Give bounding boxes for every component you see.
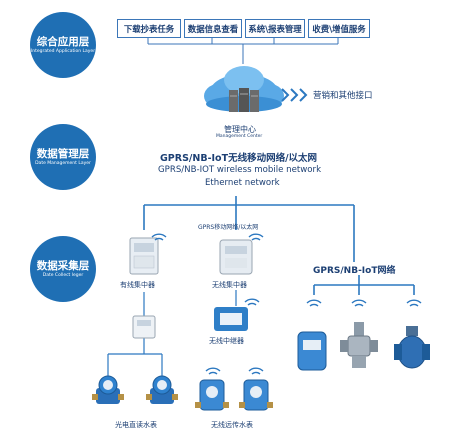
- layer-management-title: 数据管理层: [36, 147, 90, 160]
- network-line-1: GPRS/NB-IOT wireless mobile network: [158, 165, 322, 175]
- chevron-right-icon: [281, 88, 308, 102]
- layer-application: 综合应用层 Integrated Application Layer: [30, 12, 96, 78]
- flow-meter-icon: [340, 322, 378, 368]
- network-line-2: Ethernet network: [205, 178, 280, 188]
- layer-application-subtitle: Integrated Application Layer: [30, 48, 96, 54]
- collector-icon: [132, 315, 156, 339]
- layer-management: 数据管理层 Date Management Layer: [30, 124, 96, 190]
- water-meter-icon: [92, 375, 124, 404]
- management-center-title: 管理中心: [224, 125, 256, 134]
- server-icon: [229, 88, 259, 112]
- wireless-repeater-icon: [214, 307, 248, 331]
- wifi-icon: [205, 367, 264, 375]
- wired-concentrator-label: 有线集中器: [120, 281, 155, 289]
- flow-meter-icon: [394, 326, 430, 369]
- branch-network-label: GPRS移动网络/以太网: [198, 224, 259, 231]
- wifi-icon: [306, 299, 422, 307]
- wireless-concentrator-label: 无线集中器: [212, 281, 247, 289]
- service-billing: 收费\增值服务: [308, 19, 370, 38]
- service-system-reports: 系统\报表管理: [245, 19, 305, 38]
- layer-collection-title: 数据采集层: [36, 259, 90, 272]
- service-data-view: 数据信息查看: [184, 19, 242, 38]
- network-title-cn: GPRS/NB-IoT无线移动网络/以太网: [160, 153, 318, 164]
- wireless-meter-label: 无线远传水表: [211, 421, 253, 429]
- wired-concentrator-icon: [129, 237, 159, 275]
- water-meter-icon: [195, 379, 229, 411]
- wifi-icon: [151, 233, 167, 241]
- wifi-icon: [248, 233, 264, 241]
- service-download-tasks: 下载抄表任务: [117, 19, 181, 38]
- layer-collection-subtitle: Date Collect leger: [42, 272, 84, 278]
- wifi-icon: [244, 298, 260, 306]
- layer-collection: 数据采集层 Date Collect leger: [30, 236, 96, 302]
- management-center-subtitle: Management Center: [216, 134, 263, 139]
- layer-management-subtitle: Date Management Layer: [35, 160, 91, 166]
- direct-meter-label: 光电直读水表: [115, 421, 157, 429]
- wireless-concentrator-icon: [219, 239, 253, 275]
- water-meter-icon: [146, 375, 178, 404]
- wireless-repeater-label: 无线中继器: [209, 337, 244, 345]
- nbiot-network-label: GPRS/NB-IoT网络: [313, 266, 396, 276]
- layer-application-title: 综合应用层: [36, 35, 90, 48]
- marketing-interface-label: 营销和其他接口: [313, 91, 373, 101]
- water-meter-icon: [297, 331, 327, 371]
- water-meter-icon: [239, 379, 273, 411]
